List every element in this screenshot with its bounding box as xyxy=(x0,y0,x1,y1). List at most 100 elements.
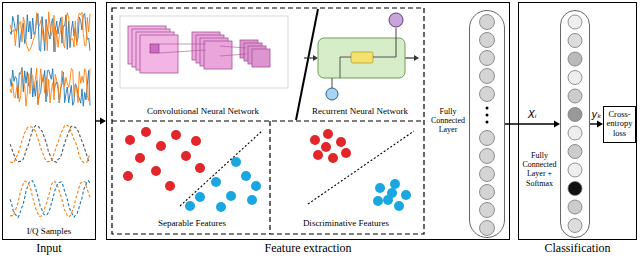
activation-box xyxy=(351,52,373,63)
connector xyxy=(590,121,603,128)
feature-map xyxy=(252,49,270,67)
rnn-arrowhead xyxy=(414,55,419,61)
connector xyxy=(505,121,560,128)
output-neuron xyxy=(568,71,582,85)
cnn-region: Convolutional Neural Network xyxy=(116,12,290,118)
iq-waveform xyxy=(10,181,90,217)
panel-heading: Classification xyxy=(519,242,636,256)
caption-label: I/Q Samples xyxy=(2,226,96,236)
blue-sample-dot xyxy=(231,157,241,167)
box-label: Cross-entropy loss xyxy=(604,107,635,142)
red-sample-dot xyxy=(313,150,323,160)
red-sample-dot xyxy=(181,151,191,161)
connector-line xyxy=(590,123,598,124)
blue-sample-dot xyxy=(195,192,205,202)
blue-sample-dot xyxy=(247,195,257,205)
rnn-wire xyxy=(340,57,351,58)
cross-entropy-box: Cross-entropy loss xyxy=(603,106,636,143)
blue-sample-dot xyxy=(185,201,195,211)
input-circle xyxy=(326,88,338,100)
red-sample-dot xyxy=(191,136,201,146)
rnn-wire xyxy=(396,28,397,57)
blue-sample-dot xyxy=(251,181,261,191)
panel-heading: Input xyxy=(3,242,95,256)
rnn-wire xyxy=(373,57,396,58)
cnn-frame xyxy=(120,16,288,88)
separable-features-region: Separable Features xyxy=(116,124,268,230)
projection-line xyxy=(220,46,246,48)
decision-boundary xyxy=(180,131,262,206)
neuron xyxy=(480,51,495,66)
blue-sample-dot xyxy=(375,183,385,193)
red-sample-dot xyxy=(125,135,135,145)
projection-line xyxy=(159,44,206,45)
dashed-divider xyxy=(112,120,424,121)
rnn-wire xyxy=(332,78,333,88)
neuron xyxy=(480,185,495,200)
softmax-layer: Fully Connected Layer + Softmax xyxy=(560,10,590,238)
rnn-cell xyxy=(318,38,405,78)
projection-line xyxy=(220,54,246,56)
iq-waveform xyxy=(10,125,90,163)
projection-line xyxy=(159,50,206,53)
neuron xyxy=(480,221,495,236)
blue-sample-dot xyxy=(373,196,383,206)
output-neuron xyxy=(568,219,582,233)
blue-sample-dot xyxy=(211,177,221,187)
ellipsis-dot xyxy=(486,121,489,124)
red-sample-dot xyxy=(156,141,166,151)
blue-sample-dot xyxy=(401,190,411,200)
blue-sample-dot xyxy=(216,202,226,212)
connector-line xyxy=(505,123,555,124)
blue-sample-dot xyxy=(390,179,400,189)
feature-map xyxy=(140,35,178,73)
neuron xyxy=(480,69,495,84)
dashed-frame xyxy=(112,8,424,234)
ellipsis-dot xyxy=(486,107,489,110)
connector xyxy=(96,118,106,125)
neuron xyxy=(480,167,495,182)
panel-heading: Feature extraction xyxy=(107,242,509,256)
red-sample-dot xyxy=(336,137,346,147)
red-sample-dot xyxy=(123,171,133,181)
iq-waveform xyxy=(10,12,90,52)
output-neuron xyxy=(568,200,582,214)
neuron xyxy=(480,131,495,146)
output-neuron xyxy=(568,108,582,122)
iq-waveform xyxy=(10,68,90,106)
red-sample-dot xyxy=(171,130,181,140)
dashed-divider xyxy=(269,121,270,234)
kernel xyxy=(150,44,159,53)
region-label: Separable Features xyxy=(116,218,268,228)
layer-label: Fully Connected Layer xyxy=(429,107,467,135)
neuron xyxy=(480,87,495,102)
output-neuron xyxy=(568,163,582,177)
neuron xyxy=(480,15,495,30)
decision-boundary xyxy=(308,131,414,204)
output-neuron xyxy=(568,15,582,29)
region-label: Discriminative Features xyxy=(272,218,420,228)
blue-sample-dot xyxy=(241,171,251,181)
fully-connected-layer: Fully Connected Layer xyxy=(469,10,505,238)
iq-waveform xyxy=(10,125,90,162)
red-sample-dot xyxy=(165,181,175,191)
output-neuron xyxy=(568,145,582,159)
output-neuron xyxy=(568,126,582,140)
red-sample-dot xyxy=(141,127,151,137)
neuron xyxy=(480,203,495,218)
red-sample-dot xyxy=(195,163,205,173)
rnn-arrowhead xyxy=(313,55,318,61)
iq-waveform xyxy=(10,181,90,218)
hidden-state-circle xyxy=(389,13,403,27)
slash-divider xyxy=(296,9,318,120)
input-panel: Input xyxy=(2,2,96,240)
blue-sample-dot xyxy=(226,191,236,201)
feature-extraction-panel: Feature extractionConvolutional Neural N… xyxy=(106,2,510,240)
red-sample-dot xyxy=(310,135,320,145)
region-label: Convolutional Neural Network xyxy=(116,106,290,116)
feature-map xyxy=(204,41,232,69)
red-sample-dot xyxy=(151,166,161,176)
output-neuron xyxy=(568,34,582,48)
output-neuron xyxy=(568,52,582,66)
